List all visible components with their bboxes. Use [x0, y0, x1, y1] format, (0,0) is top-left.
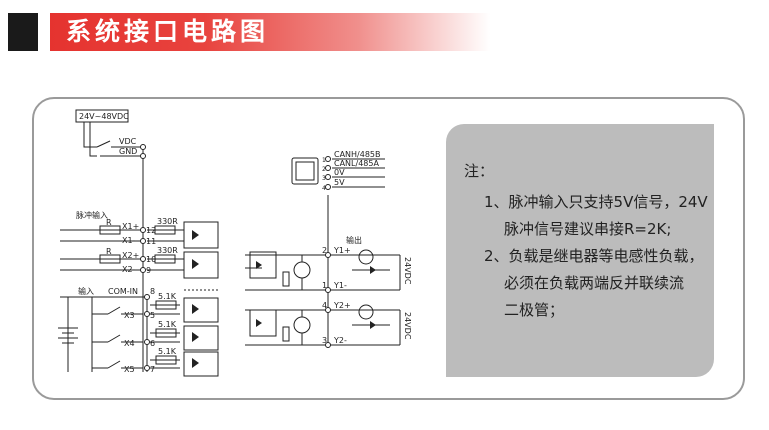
resistor-x1	[99, 225, 121, 235]
pin-12: 12	[146, 226, 156, 235]
pin-r3: 3	[322, 175, 326, 182]
resistor-51k-2	[155, 328, 177, 338]
x1p-label: X1+	[122, 222, 139, 231]
y2p-label: Y2+	[333, 301, 351, 310]
r51k-label-1: 5.1K	[158, 292, 177, 301]
pin-11: 11	[146, 237, 156, 246]
supply-label: 24V~48VDC	[79, 112, 129, 121]
r51k-label-2: 5.1K	[158, 320, 177, 329]
connector-icon	[291, 157, 319, 185]
pin-5: 5	[150, 311, 155, 320]
opto-2	[183, 251, 219, 279]
transistor-1	[293, 261, 311, 279]
page-title: 系统接口电路图	[66, 17, 270, 46]
switch-x4	[107, 334, 121, 343]
canh-label: CANH/485B	[334, 150, 381, 159]
pin-out-2: 2	[322, 246, 327, 255]
switch-x5	[107, 360, 121, 369]
opto-out-2	[249, 309, 277, 337]
header-block	[8, 13, 38, 51]
0v-label: 0V	[334, 168, 345, 177]
pin-7: 7	[150, 365, 155, 374]
note-2-cont: 必须在负载两端反并联续流	[504, 274, 685, 292]
pin-out-4: 4	[322, 301, 327, 310]
resistor-out-1	[282, 271, 290, 287]
supply-wire-2	[89, 122, 97, 157]
notes-panel: 注： 1、脉冲输入只支持5V信号，24V 脉冲信号建议串接R=2K; 2、负载是…	[446, 124, 714, 377]
vdc24-label-2: 24VDC	[403, 312, 412, 340]
vdc-label: VDC	[119, 137, 137, 146]
note-1: 1、脉冲输入只支持5V信号，24V	[484, 193, 708, 211]
load-2	[358, 304, 374, 320]
opto-5	[183, 351, 219, 377]
5v-label: 5V	[334, 178, 345, 187]
note-2-cont2: 二极管；	[504, 301, 565, 319]
r330-label-2: 330R	[157, 246, 178, 255]
pin-10: 10	[146, 255, 156, 264]
notes-title: 注：	[464, 162, 495, 180]
header-bar	[50, 13, 490, 51]
gnd-label: GND	[119, 147, 137, 156]
pin-6: 6	[150, 339, 155, 348]
x5-label: X5	[124, 365, 135, 374]
transistor-2	[293, 316, 311, 334]
y1m-label: Y1-	[333, 281, 347, 290]
resistor-51k-3	[155, 355, 177, 365]
pulse-input-label: 脉冲输入	[76, 210, 108, 220]
pin-r1: 1	[322, 157, 326, 164]
pin-r4: 4	[322, 185, 326, 192]
opto-3	[183, 297, 219, 323]
vdc24-label-1: 24VDC	[403, 257, 412, 285]
resistor-330-2	[154, 254, 176, 264]
switch-vdc	[96, 140, 111, 148]
opto-out-1	[249, 251, 277, 279]
y2m-label: Y2-	[333, 336, 347, 345]
diode-1	[370, 266, 376, 274]
supply-wire-1	[83, 122, 97, 148]
pin-r2: 2	[322, 166, 326, 173]
switch-x3	[107, 306, 121, 315]
resistor-51k-1	[155, 300, 177, 310]
x1m-label: X1-	[122, 236, 136, 245]
r51k-label-3: 5.1K	[158, 347, 177, 356]
pin-out-3: 3	[322, 336, 327, 345]
note-1-cont: 脉冲信号建议串接R=2K;	[504, 220, 672, 238]
input-label: 输入	[78, 286, 94, 296]
pin-out-1: 1	[322, 281, 327, 290]
diode-2	[370, 321, 376, 329]
resistor-330-1	[154, 225, 176, 235]
load-1	[358, 249, 374, 265]
opto-4	[183, 325, 219, 351]
r-label-2: R	[106, 247, 112, 256]
supply-box	[75, 109, 129, 123]
x3-label: X3	[124, 311, 135, 320]
x2m-label: X2-	[122, 265, 136, 274]
y1p-label: Y1+	[333, 246, 351, 255]
canl-label: CANL/485A	[334, 159, 379, 168]
com-in-label: COM-IN	[108, 287, 138, 296]
pin-8: 8	[150, 287, 155, 296]
resistor-out-2	[282, 326, 290, 342]
opto-1	[183, 221, 219, 249]
pin-9: 9	[146, 266, 151, 275]
r-label-1: R	[106, 218, 112, 227]
resistor-x2	[99, 254, 121, 264]
r330-label-1: 330R	[157, 217, 178, 226]
output-label: 输出	[346, 235, 362, 245]
note-2: 2、负载是继电器等电感性负载，	[484, 247, 704, 265]
x2p-label: X2+	[122, 251, 139, 260]
x4-label: X4	[124, 339, 135, 348]
